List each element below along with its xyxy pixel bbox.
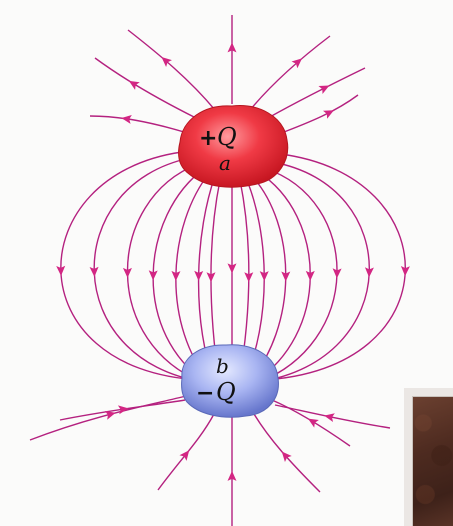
field-line-incoming <box>253 413 321 493</box>
arrowhead <box>281 451 292 462</box>
field-line-incoming <box>59 399 186 421</box>
arrowhead <box>307 418 319 428</box>
arrowhead <box>89 266 99 277</box>
arrowhead <box>104 411 116 420</box>
arrowhead <box>171 270 181 281</box>
arrowhead <box>179 450 190 461</box>
arrowhead <box>323 110 334 119</box>
negative-sign: − <box>196 381 214 406</box>
field-line-incoming <box>29 395 187 441</box>
field-line-outgoing <box>283 94 359 133</box>
positive-symbol: Q <box>217 123 237 151</box>
field-line-outgoing <box>267 67 366 119</box>
field-line-connecting <box>261 153 406 381</box>
arrowhead <box>364 267 374 278</box>
negative-symbol: Q <box>216 378 236 406</box>
positive-sign: + <box>199 126 217 151</box>
arrowhead <box>122 267 132 278</box>
arrowheads-group <box>56 42 410 481</box>
arrowhead <box>206 272 216 283</box>
arrowhead <box>324 413 335 423</box>
arrowhead <box>194 270 204 281</box>
arrowhead <box>148 270 158 281</box>
positive-charge-body <box>178 105 289 188</box>
point-label-a: a <box>219 151 231 175</box>
point-label-b: b <box>216 354 229 378</box>
field-line-outgoing <box>249 35 331 111</box>
arrowhead <box>117 405 129 415</box>
field-line-outgoing <box>94 57 197 119</box>
arrowhead <box>227 263 237 274</box>
arrowhead <box>128 80 140 90</box>
field-lines-group <box>29 15 406 526</box>
arrowhead <box>305 270 315 281</box>
arrowhead <box>318 85 330 95</box>
field-line-incoming <box>274 404 391 429</box>
negative-charge: b − Q <box>181 344 279 418</box>
arrowhead <box>281 271 291 282</box>
corner-photo-fragment <box>412 396 453 526</box>
arrowhead <box>259 271 269 282</box>
negative-charge-body <box>181 344 279 418</box>
arrowhead <box>400 265 410 277</box>
arrowhead <box>161 57 172 67</box>
field-line-outgoing <box>127 29 216 111</box>
arrowhead <box>227 42 237 53</box>
positive-charge: + Q a <box>178 105 289 188</box>
arrowhead <box>121 115 132 124</box>
field-line-connecting <box>93 157 205 383</box>
arrowhead <box>244 272 254 283</box>
arrowhead <box>332 268 342 279</box>
field-line-outgoing <box>89 115 185 133</box>
arrowhead <box>56 265 66 276</box>
arrowhead <box>227 470 237 481</box>
arrowhead <box>291 58 303 69</box>
